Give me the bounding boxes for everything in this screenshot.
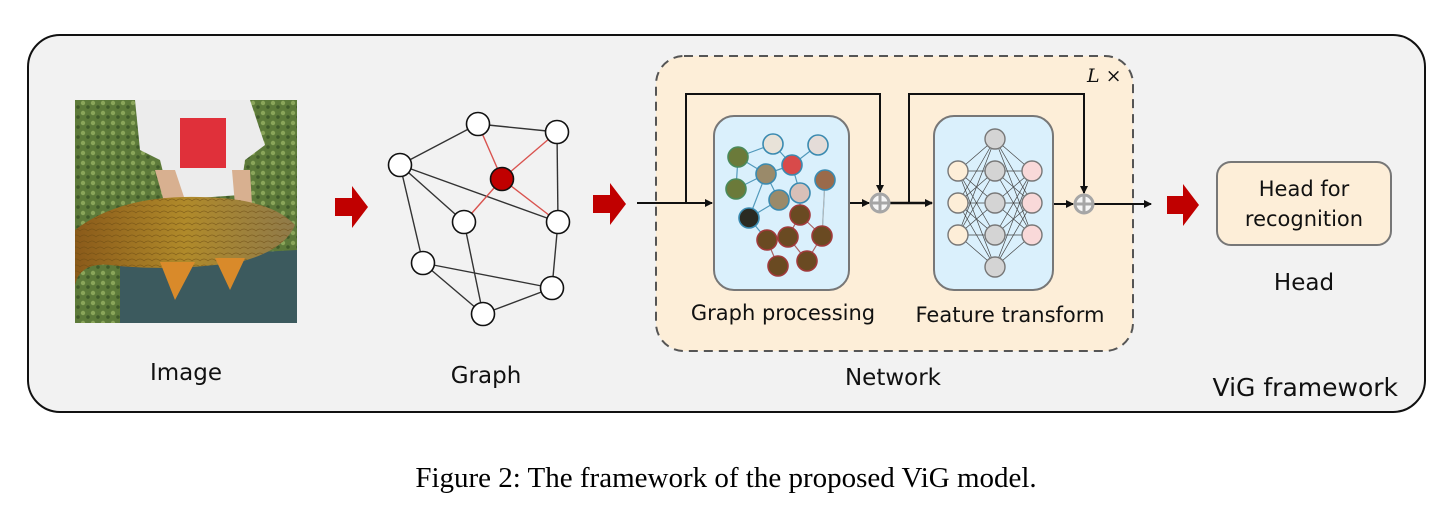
graph-node <box>545 209 571 235</box>
graph-node <box>410 250 436 276</box>
add-icon <box>1073 193 1095 215</box>
patch-node <box>756 229 778 251</box>
graph-node <box>544 119 570 145</box>
graph-edge <box>399 123 479 166</box>
graph-node <box>470 301 496 327</box>
mlp-neuron <box>984 192 1006 214</box>
patch-node <box>755 163 777 185</box>
head-label: Head <box>1274 270 1334 296</box>
mlp-diagram <box>947 128 1043 278</box>
patch-node <box>789 182 811 204</box>
patch-node <box>738 207 760 229</box>
patch-node <box>725 178 747 200</box>
patch-node <box>811 225 833 247</box>
mlp-connection <box>957 138 996 204</box>
graph-processing-label: Graph processing <box>691 301 875 325</box>
mlp-connection <box>957 138 996 236</box>
graph-edge <box>556 131 559 223</box>
red-arrow-icon <box>593 183 626 225</box>
head-box-line2: recognition <box>1245 207 1363 231</box>
framework-label: ViG framework <box>1213 373 1399 402</box>
patch-node <box>789 204 811 226</box>
patch-node <box>807 134 829 156</box>
head-box-line1: Head for <box>1259 177 1350 201</box>
graph-node <box>387 152 413 178</box>
graph-edge <box>399 164 559 223</box>
graph-node <box>465 111 491 137</box>
graph-label: Graph <box>451 363 522 389</box>
mlp-neuron <box>984 160 1006 182</box>
repeat-label: L × <box>1086 65 1122 87</box>
mlp-neuron <box>1021 160 1043 182</box>
mlp-neuron <box>984 128 1006 150</box>
patch-node <box>781 154 803 176</box>
mlp-neuron <box>947 192 969 214</box>
mlp-connection <box>994 170 1033 236</box>
image-label: Image <box>150 360 222 386</box>
graph-diagram <box>387 111 571 327</box>
red-arrow-icon <box>335 186 368 228</box>
graph-edge <box>399 164 424 264</box>
input-image <box>75 100 297 323</box>
graph-node <box>539 275 565 301</box>
skip-connection-1 <box>685 93 884 203</box>
network-label: Network <box>845 365 942 391</box>
patch-node <box>777 226 799 248</box>
mlp-connection <box>994 170 1033 268</box>
mlp-connection <box>957 170 996 236</box>
patch-node <box>767 255 789 277</box>
patch-node <box>762 133 784 155</box>
mlp-neuron <box>1021 192 1043 214</box>
graph-edge <box>399 164 465 223</box>
graph-edge <box>477 123 558 133</box>
patch-node <box>814 169 836 191</box>
mlp-neuron <box>984 224 1006 246</box>
mlp-neuron <box>947 160 969 182</box>
graph-node-highlighted <box>489 166 515 192</box>
mlp-neuron <box>984 256 1006 278</box>
add-icon <box>869 192 891 214</box>
mlp-neuron <box>947 224 969 246</box>
figure-caption: Figure 2: The framework of the proposed … <box>415 462 1036 494</box>
patch-graph <box>725 133 836 277</box>
head-box <box>1216 161 1392 246</box>
graph-edge <box>422 262 553 289</box>
mlp-neuron <box>1021 224 1043 246</box>
patch-node <box>796 250 818 272</box>
patch-node <box>727 146 749 168</box>
graph-edge <box>463 221 484 315</box>
skip-connection-2 <box>908 93 1088 203</box>
feature-transform-label: Feature transform <box>916 303 1105 327</box>
graph-node <box>451 209 477 235</box>
graph-edge <box>422 262 484 315</box>
patch-node <box>768 189 790 211</box>
red-arrow-icon <box>1167 184 1199 226</box>
mlp-connection <box>994 202 1033 268</box>
